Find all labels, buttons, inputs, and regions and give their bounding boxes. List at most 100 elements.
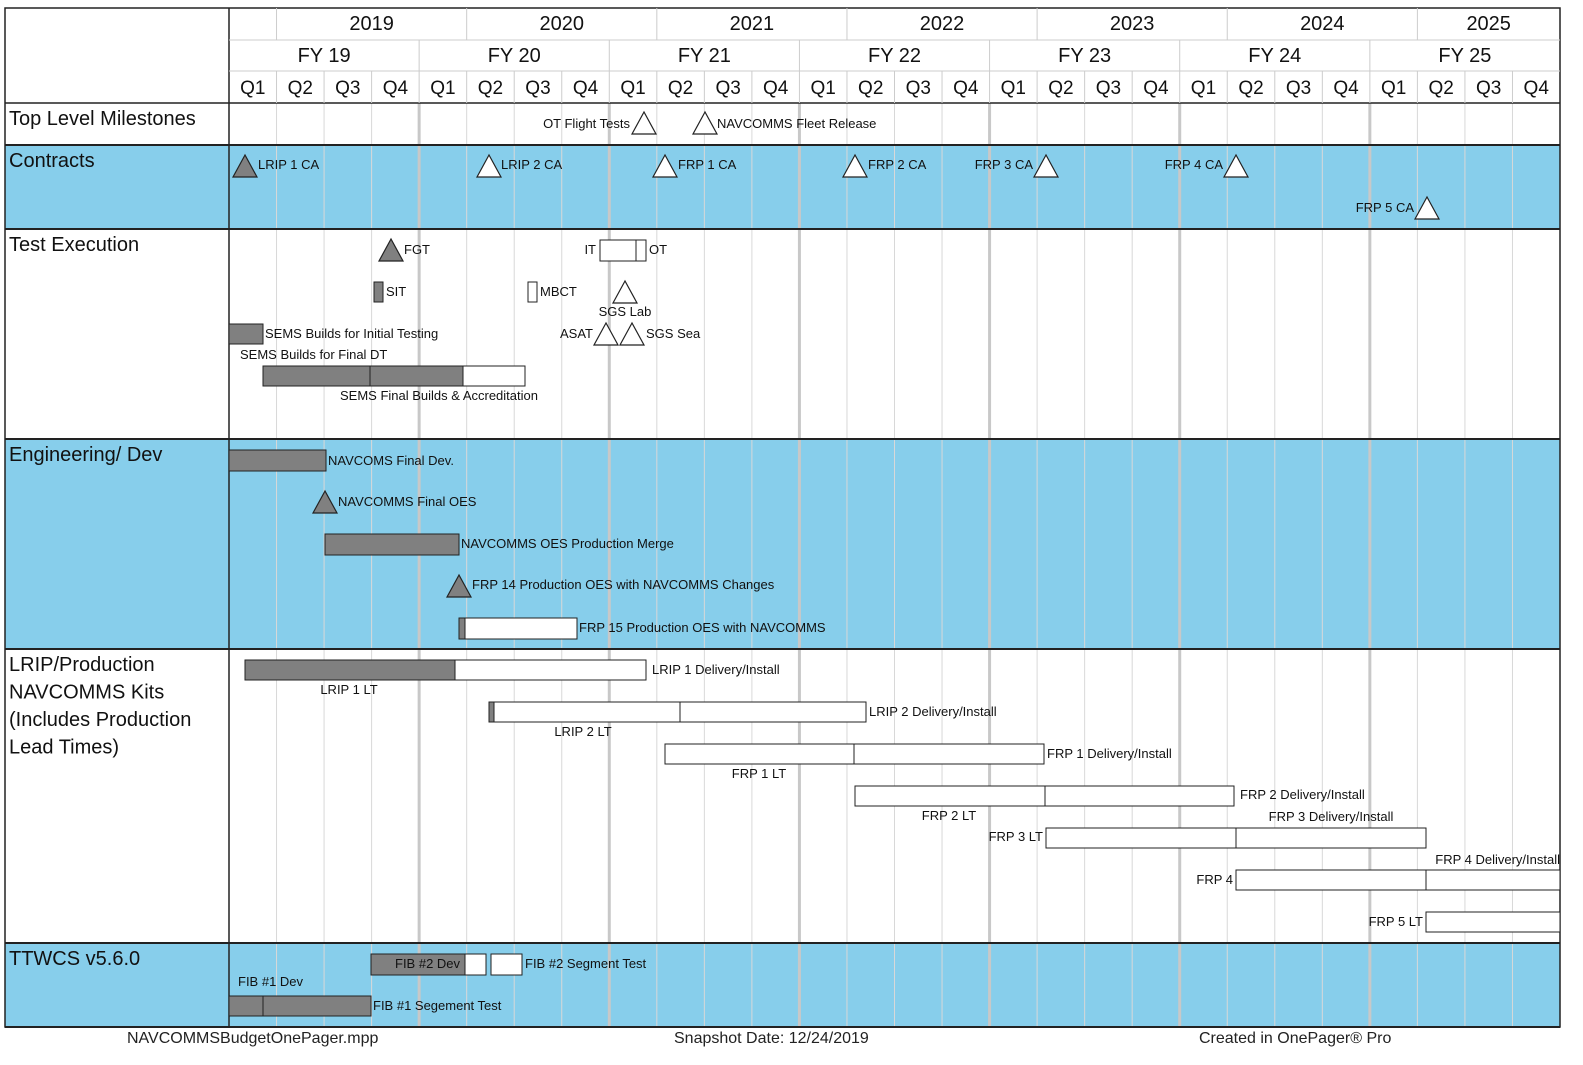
row-label-test-execution: Test Execution xyxy=(9,234,139,256)
row-label-lrip-production-navcomms: (Includes Production xyxy=(9,709,191,731)
fiscal-year-label: FY 19 xyxy=(298,45,351,67)
row-label-top-level-milestones: Top Level Milestones xyxy=(9,108,196,130)
lead-time-label: LRIP 1 LT xyxy=(320,682,377,697)
task-frp-4-lead-time xyxy=(1235,869,1427,891)
milestone-label: FRP 4 CA xyxy=(1165,157,1224,172)
row-band-engineering-dev xyxy=(5,439,1560,649)
row-label-contracts: Contracts xyxy=(9,150,95,172)
task-label: FIB #1 Segement Test xyxy=(373,998,502,1013)
task-label: SIT xyxy=(386,284,406,299)
quarter-label: Q4 xyxy=(1524,78,1550,99)
task-label: NAVCOMMS OES Production Merge xyxy=(461,536,674,551)
year-label-2024: 2024 xyxy=(1300,13,1345,35)
task-label: FIB #2 Dev xyxy=(395,956,461,971)
milestone-label: NAVCOMMS Final OES xyxy=(338,494,477,509)
task-frp-4-delivery xyxy=(1425,869,1561,891)
quarter-label: Q2 xyxy=(668,78,693,99)
quarter-label: Q1 xyxy=(430,78,455,99)
task-label: LRIP 1 Delivery/Install xyxy=(652,662,780,677)
task-ot xyxy=(635,239,647,262)
fiscal-year-label: FY 20 xyxy=(488,45,541,67)
quarter-label: Q4 xyxy=(953,78,979,99)
task-label: SEMS Builds for Final DT xyxy=(240,347,387,362)
task-label: FIB #2 Segment Test xyxy=(525,956,647,971)
task-frp-3-lt-lead-time xyxy=(1045,827,1237,849)
quarter-label: Q2 xyxy=(1048,78,1073,99)
task-label: MBCT xyxy=(540,284,577,299)
milestone-lrip-2-ca xyxy=(475,153,503,178)
quarter-label: Q1 xyxy=(620,78,645,99)
task-it xyxy=(599,239,637,262)
task-label: LRIP 2 Delivery/Install xyxy=(869,704,997,719)
task-label: SEMS Builds for Initial Testing xyxy=(265,326,438,341)
quarter-label: Q4 xyxy=(763,78,789,99)
task-lrip-2-lt-progress xyxy=(488,701,495,723)
quarter-label: Q3 xyxy=(1286,78,1311,99)
task-fib-2-segment-test xyxy=(490,953,523,976)
milestone-frp-3-ca xyxy=(1032,153,1060,178)
milestone-ot-flight-tests xyxy=(630,110,658,135)
milestone-label: ASAT xyxy=(560,326,593,341)
task-frp-1-lt-lead-time xyxy=(664,743,855,765)
row-band-contracts xyxy=(5,145,1560,229)
fiscal-year-label: FY 21 xyxy=(678,45,731,67)
quarter-label: Q4 xyxy=(1143,78,1169,99)
task-fib-1-segment-test xyxy=(262,995,372,1017)
year-label-2020: 2020 xyxy=(540,13,585,35)
task-label: FRP 3 Delivery/Install xyxy=(1269,809,1394,824)
task-sems-initial xyxy=(228,323,264,345)
fiscal-year-label: FY 25 xyxy=(1438,45,1491,67)
footer-filename: NAVCOMMSBudgetOnePager.mpp xyxy=(127,1030,379,1047)
milestone-label: FRP 2 CA xyxy=(868,157,927,172)
milestone-frp-4-ca xyxy=(1222,153,1250,178)
milestone-label: FRP 1 CA xyxy=(678,157,737,172)
quarter-label: Q3 xyxy=(715,78,740,99)
milestone-label: FRP 3 CA xyxy=(975,157,1034,172)
milestone-frp-5-ca xyxy=(1413,195,1441,220)
lead-time-label: FRP 4 xyxy=(1196,872,1233,887)
task-frp-15-progress xyxy=(458,617,466,640)
task-navcoms-final-dev xyxy=(228,449,327,472)
lead-time-label: FRP 3 LT xyxy=(989,829,1043,844)
quarter-label: Q3 xyxy=(525,78,550,99)
milestone-label: LRIP 1 CA xyxy=(258,157,320,172)
task-frp-3-lt-delivery xyxy=(1235,827,1427,849)
milestone-navcomms-final-oes xyxy=(311,489,339,514)
quarter-label: Q3 xyxy=(906,78,931,99)
quarter-label: Q4 xyxy=(1333,78,1359,99)
milestone-label: FRP 5 CA xyxy=(1356,200,1415,215)
lead-time-label: LRIP 2 LT xyxy=(554,724,611,739)
year-label-2022: 2022 xyxy=(920,13,965,35)
task-lrip-1-lt-lead-time xyxy=(244,659,456,681)
task-label: FRP 1 Delivery/Install xyxy=(1047,746,1172,761)
task-label: FRP 15 Production OES with NAVCOMMS xyxy=(579,620,826,635)
footer-snapshot-date: Snapshot Date: 12/24/2019 xyxy=(674,1030,869,1047)
fiscal-year-label: FY 22 xyxy=(868,45,921,67)
row-label-lrip-production-navcomms: LRIP/Production xyxy=(9,654,155,676)
task-sems-final-builds xyxy=(369,365,464,387)
task-frp-5-lt-lead-time xyxy=(1425,911,1561,933)
row-label-engineering-dev: Engineering/ Dev xyxy=(9,444,162,466)
task-frp-2-lt-lead-time xyxy=(854,785,1046,807)
task-sit xyxy=(373,281,384,303)
milestone-label: SGS Sea xyxy=(646,326,701,341)
task-label: NAVCOMS Final Dev. xyxy=(328,453,454,468)
task-label: FIB #1 Dev xyxy=(238,974,304,989)
task-fib-2-dev xyxy=(370,953,466,976)
task-lrip-2-lt-lead-time xyxy=(488,701,681,723)
milestone-label: LRIP 2 CA xyxy=(501,157,563,172)
task-frp-1-lt-delivery xyxy=(853,743,1045,765)
fiscal-year-label: FY 23 xyxy=(1058,45,1111,67)
milestone-asat xyxy=(592,321,620,346)
row-label-lrip-production-navcomms: Lead Times) xyxy=(9,737,119,759)
quarter-label: Q2 xyxy=(1238,78,1263,99)
task-label: FRP 4 Delivery/Install xyxy=(1435,852,1560,867)
milestone-label: FGT xyxy=(404,242,430,257)
task-mbct xyxy=(527,281,538,303)
quarter-label: Q3 xyxy=(1476,78,1501,99)
quarter-label: Q2 xyxy=(1428,78,1453,99)
task-lrip-2-lt-delivery xyxy=(679,701,867,723)
year-label-2021: 2021 xyxy=(730,13,775,35)
milestone-label: OT Flight Tests xyxy=(543,116,630,131)
